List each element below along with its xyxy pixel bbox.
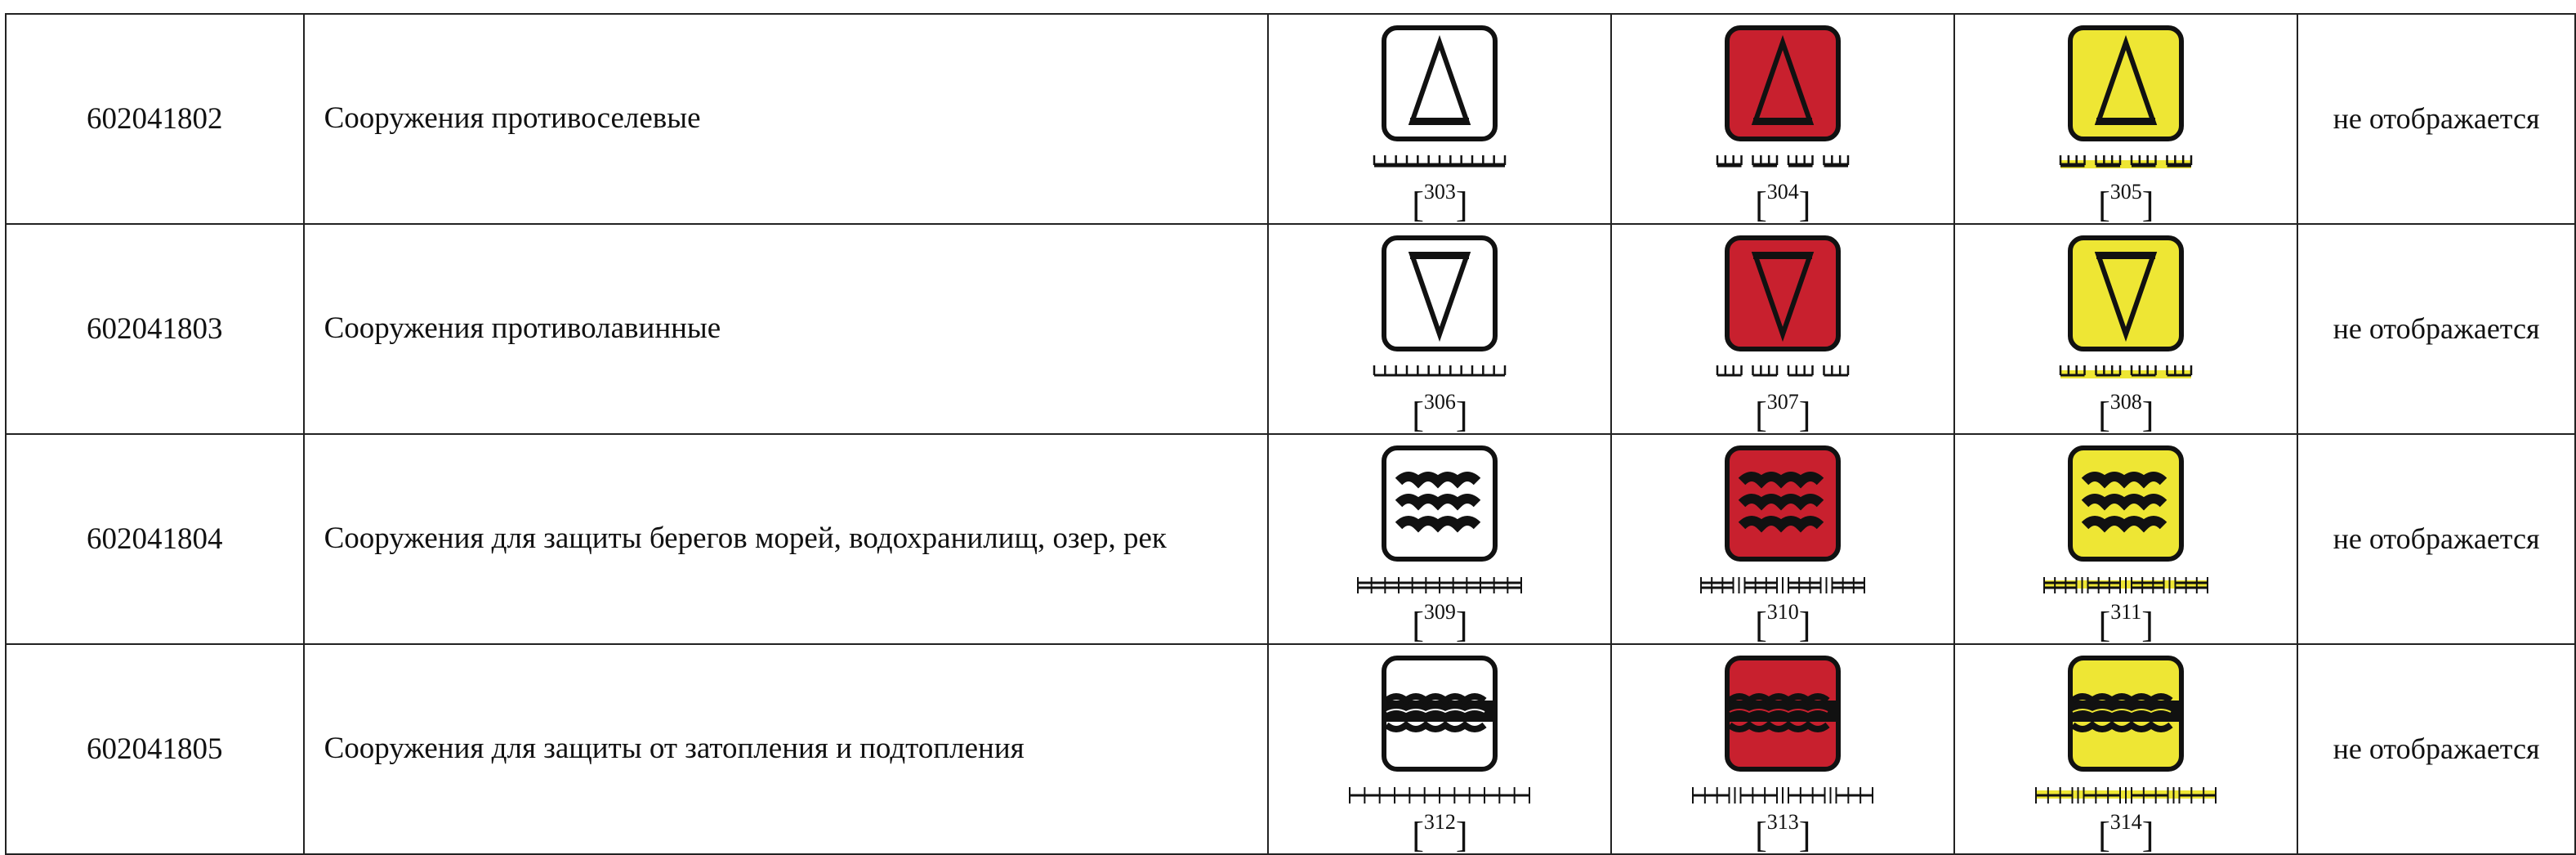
symbol-reference: [307] [1755, 390, 1811, 435]
symbol-reference: [303] [1412, 180, 1468, 225]
symbol-cell: [313] [1610, 643, 1956, 855]
symbol-number: 312 [1423, 810, 1456, 834]
triangle-down-icon [1717, 235, 1850, 377]
symbol-number: 314 [2109, 810, 2142, 834]
line-symbol [2043, 577, 2209, 593]
symbol-cell: [311] [1953, 433, 2299, 645]
symbol-reference: [308] [2098, 390, 2154, 435]
line-symbol [1349, 787, 1531, 804]
waves-icon [1700, 445, 1866, 593]
triangle-up-icon [1717, 25, 1850, 168]
waves-icon [1357, 445, 1523, 593]
symbol-number: 310 [1766, 600, 1799, 624]
symbol-reference: [313] [1755, 810, 1811, 855]
sign-box [1382, 25, 1498, 141]
symbol-number: 304 [1766, 180, 1799, 204]
symbol-cell: [310] [1610, 433, 1956, 645]
line-symbol [1717, 365, 1850, 377]
line-symbol [1373, 155, 1507, 168]
object-code: 602041804 [5, 433, 305, 645]
symbol-number: 305 [2109, 180, 2142, 204]
object-code: 602041803 [5, 223, 305, 435]
symbol-cell: [305] [1953, 13, 2299, 225]
line-symbol [2059, 365, 2193, 378]
symbol-reference: [306] [1412, 390, 1468, 435]
triangle-up-icon [1373, 25, 1507, 168]
symbol-cell: [314] [1953, 643, 2299, 855]
symbol-cell: [308] [1953, 223, 2299, 435]
triangle-down-icon [2059, 235, 2193, 378]
wave-band-icon [2035, 656, 2217, 804]
symbol-number: 308 [2109, 390, 2142, 414]
object-name: Сооружения противоселевые [302, 13, 1270, 225]
sign-box [1725, 25, 1842, 141]
sign-box [2068, 25, 2185, 141]
sign-box [2068, 235, 2185, 351]
symbol-cell: [306] [1267, 223, 1613, 435]
display-status: не отображается [2297, 643, 2576, 855]
line-symbol [1692, 787, 1874, 804]
symbol-reference: [312] [1412, 810, 1468, 855]
symbol-reference: [304] [1755, 180, 1811, 225]
symbol-number: 311 [2110, 600, 2142, 624]
symbol-cell: [307] [1610, 223, 1956, 435]
symbol-number: 306 [1423, 390, 1456, 414]
display-status: не отображается [2297, 13, 2576, 225]
symbol-cell: [303] [1267, 13, 1613, 225]
symbol-number: 303 [1423, 180, 1456, 204]
symbol-cell: [309] [1267, 433, 1613, 645]
wave-band-icon [1349, 656, 1531, 804]
symbol-number: 307 [1766, 390, 1799, 414]
object-code: 602041802 [5, 13, 305, 225]
line-symbol [2035, 787, 2217, 804]
triangle-up-icon [2059, 25, 2193, 168]
symbol-cell: [304] [1610, 13, 1956, 225]
symbol-reference: [314] [2098, 810, 2154, 855]
triangle-down-icon [1373, 235, 1507, 377]
symbol-number: 313 [1766, 810, 1799, 834]
symbol-number: 309 [1423, 600, 1456, 624]
line-symbol [1717, 155, 1850, 168]
waves-icon [2043, 445, 2209, 593]
symbol-cell: [312] [1267, 643, 1613, 855]
sign-box [1725, 235, 1842, 351]
object-code: 602041805 [5, 643, 305, 855]
line-symbol [1700, 577, 1866, 593]
object-name: Сооружения противолавинные [302, 223, 1270, 435]
display-status: не отображается [2297, 433, 2576, 645]
line-symbol [1373, 365, 1507, 377]
display-status: не отображается [2297, 223, 2576, 435]
object-name: Сооружения для защиты от затопления и по… [302, 643, 1270, 855]
line-symbol [1357, 577, 1523, 593]
symbol-reference: [309] [1412, 600, 1468, 645]
symbol-reference: [310] [1755, 600, 1811, 645]
symbol-reference: [311] [2098, 600, 2154, 645]
line-symbol [2059, 155, 2193, 168]
symbol-reference: [305] [2098, 180, 2154, 225]
object-name: Сооружения для защиты берегов морей, вод… [302, 433, 1270, 645]
wave-band-icon [1692, 656, 1874, 804]
sign-box [1382, 235, 1498, 351]
